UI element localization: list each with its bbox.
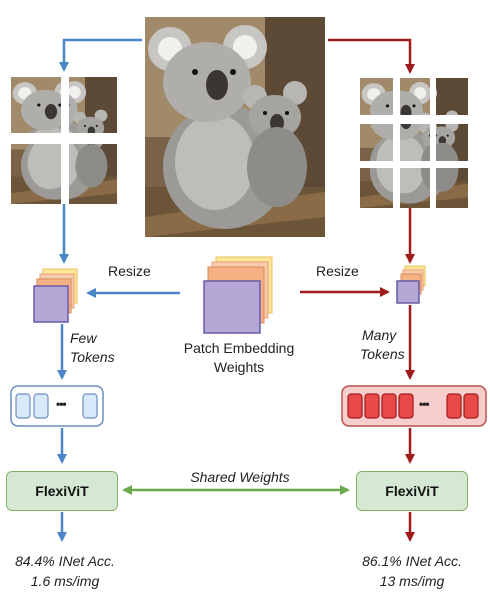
arrow-photo-to-right-grid bbox=[328, 38, 415, 74]
right-token-ellipsis: ••• bbox=[419, 397, 430, 411]
many-tokens-line1: Many bbox=[362, 327, 397, 343]
arrow-photo-to-left-grid bbox=[59, 38, 142, 72]
left-result-latency: 1.6 ms/img bbox=[30, 573, 100, 589]
left-token-sequence bbox=[10, 385, 104, 427]
many-tokens-line2: Tokens bbox=[360, 346, 405, 362]
resize-left-label: Resize bbox=[108, 263, 151, 279]
right-token-sequence bbox=[341, 385, 487, 427]
few-tokens-line2: Tokens bbox=[70, 349, 115, 365]
flexivit-right-box: FlexiViT bbox=[356, 471, 468, 511]
left-token-ellipsis: ••• bbox=[56, 397, 67, 411]
patch-embedding-label-line2: Weights bbox=[213, 359, 265, 375]
shared-weights-label: Shared Weights bbox=[190, 469, 290, 485]
right-result-accuracy: 86.1% INet Acc. bbox=[362, 553, 462, 569]
left-result-accuracy: 84.4% INet Acc. bbox=[15, 553, 115, 569]
left-patch-stack bbox=[33, 268, 78, 323]
koala-9-patch-grid bbox=[360, 78, 468, 208]
right-result-latency: 13 ms/img bbox=[379, 573, 445, 589]
few-tokens-line1: Few bbox=[70, 330, 97, 346]
patch-embedding-label-line1: Patch Embedding bbox=[183, 340, 295, 356]
right-patch-stack bbox=[396, 265, 426, 304]
resize-right-label: Resize bbox=[316, 263, 359, 279]
flexivit-left-box: FlexiViT bbox=[6, 471, 118, 511]
patch-embedding-weights-icon bbox=[203, 256, 273, 334]
koala-4-patch-grid bbox=[11, 77, 117, 204]
koala-photo bbox=[145, 17, 325, 237]
